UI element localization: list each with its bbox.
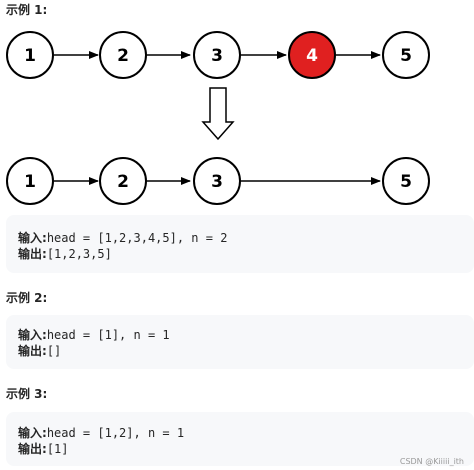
output-line: 输出:[1,2,3,5] [18,246,112,263]
linked-list-diagram: 1 2 3 4 5 1 2 3 5 [6,31,430,205]
input-value: head = [1,2], n = 1 [46,426,185,440]
output-label: 输出: [18,344,47,358]
after-list: 1 2 3 5 [6,157,430,205]
node-circle [99,157,147,205]
node-label: 2 [117,172,129,192]
example-1-code-block: 输入:head = [1,2,3,4,5], n = 2 输出:[1,2,3,5… [6,215,474,273]
node-label: 2 [117,46,129,66]
before-list: 1 2 3 4 5 [6,31,430,79]
input-value: head = [1,2,3,4,5], n = 2 [46,231,228,245]
node-label: 3 [211,172,223,192]
node-circle [382,31,430,79]
removed-node-label: 4 [306,46,318,66]
input-label: 输入: [18,231,47,245]
input-line: 输入:head = [1,2,3,4,5], n = 2 [18,230,227,247]
node-circle [382,157,430,205]
node-label: 1 [24,46,36,66]
output-value: [] [46,344,62,358]
input-value: head = [1], n = 1 [46,328,170,342]
node-circle [99,31,147,79]
input-label: 输入: [18,426,47,440]
node-label: 5 [400,46,412,66]
output-value: [1] [46,442,69,456]
removed-node-circle [288,31,336,79]
example-2-code-block: 输入:head = [1], n = 1 输出:[] [6,315,474,369]
node-label: 3 [211,46,223,66]
example-1-heading: 示例 1: [6,3,48,17]
transform-down-arrow [201,87,235,141]
watermark: CSDN @Kiiiii_ith [399,457,464,466]
input-line: 输入:head = [1,2], n = 1 [18,425,184,442]
output-line: 输出:[1] [18,441,69,458]
example-2-heading: 示例 2: [6,291,48,305]
node-circle [6,157,54,205]
node-circle [193,157,241,205]
output-value: [1,2,3,5] [46,247,112,261]
output-label: 输出: [18,247,47,261]
node-circle [193,31,241,79]
output-label: 输出: [18,442,47,456]
output-line: 输出:[] [18,343,61,360]
node-label: 5 [400,172,412,192]
input-line: 输入:head = [1], n = 1 [18,327,170,344]
node-circle [6,31,54,79]
example-3-code-block: 输入:head = [1,2], n = 1 输出:[1] [6,412,474,466]
input-label: 输入: [18,328,47,342]
node-label: 1 [24,172,36,192]
example-3-heading: 示例 3: [6,387,48,401]
